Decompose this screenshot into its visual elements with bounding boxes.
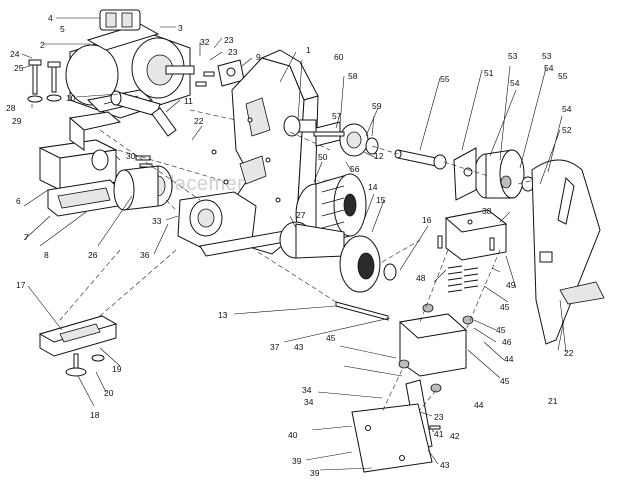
callout-15: 15 bbox=[376, 195, 386, 205]
tension-block-upper bbox=[437, 209, 508, 261]
callout-48: 45 bbox=[496, 325, 506, 335]
motor-assembly bbox=[65, 9, 195, 119]
callout-34a: 33 bbox=[152, 216, 162, 226]
callout-17: 17 bbox=[16, 280, 26, 290]
bracket-9 bbox=[195, 59, 245, 87]
callout-3: 3 bbox=[178, 23, 183, 33]
callout-45a-label: 45 bbox=[326, 333, 336, 343]
callout-11: 11 bbox=[184, 96, 193, 106]
callout-23b: 23 bbox=[434, 412, 444, 422]
callout-10: 10 bbox=[66, 93, 76, 103]
drive-pulley bbox=[113, 155, 173, 211]
callout-37: 37 bbox=[270, 342, 280, 352]
callout-54a: 53 bbox=[508, 51, 518, 61]
callout-21: 21 bbox=[548, 396, 558, 406]
callout-45b-label: 45 bbox=[500, 376, 510, 386]
callout-44b: 44 bbox=[504, 354, 514, 364]
callout-32: 30 bbox=[126, 151, 136, 161]
callout-64: 60 bbox=[334, 52, 344, 62]
callout-56: 53 bbox=[542, 51, 552, 61]
callout-9: 9 bbox=[256, 52, 261, 62]
callout-labels bbox=[21, 17, 567, 471]
callout-39a: 38 bbox=[482, 206, 492, 216]
mounting-foot bbox=[38, 315, 118, 377]
callout-57: 54 bbox=[544, 63, 554, 73]
callout-22: 22 bbox=[564, 348, 574, 358]
callout-28: 26 bbox=[88, 250, 98, 260]
callout-36: 36 bbox=[140, 250, 150, 260]
callout-52: 50 bbox=[318, 152, 328, 162]
callout-34b: 34 bbox=[302, 385, 312, 395]
callout-55-label: 55 bbox=[558, 71, 568, 81]
callout-44a: 43 bbox=[294, 342, 304, 352]
callout-20: 20 bbox=[104, 388, 114, 398]
callout-33: 32 bbox=[200, 37, 210, 47]
callout-19: 19 bbox=[112, 364, 122, 374]
callout-30: 28 bbox=[6, 103, 16, 113]
bottom-bracket bbox=[351, 379, 441, 473]
callout-60: 56 bbox=[350, 164, 360, 174]
side-cover bbox=[531, 159, 605, 345]
callout-59: 55 bbox=[440, 74, 450, 84]
callout-58: 54 bbox=[510, 78, 520, 88]
motor-bolts bbox=[27, 59, 62, 103]
callout-38: 39 bbox=[310, 468, 320, 478]
callout-8: 8 bbox=[44, 250, 49, 260]
spring-set bbox=[422, 265, 479, 325]
callout-51: 49 bbox=[506, 280, 516, 290]
callout-5: 5 bbox=[60, 24, 65, 34]
callout-24: 23 bbox=[224, 35, 234, 45]
callout-2: 2 bbox=[40, 40, 45, 50]
callout-4: 4 bbox=[48, 13, 53, 23]
idler-shaft bbox=[279, 221, 397, 293]
callout-43: 43 bbox=[440, 460, 450, 470]
callout-53b: 52 bbox=[562, 125, 572, 135]
adjust-handle bbox=[110, 90, 177, 137]
bracket-plate-53 bbox=[453, 147, 477, 201]
callout-53a: 51 bbox=[484, 68, 494, 78]
right-drum bbox=[473, 149, 535, 199]
callout-49: 46 bbox=[502, 337, 512, 347]
callout-29: 27 bbox=[296, 210, 306, 220]
callout-61: 57 bbox=[332, 111, 342, 121]
tie-rod bbox=[335, 301, 389, 321]
callout-39b: 39 bbox=[292, 456, 302, 466]
callout-42: 42 bbox=[450, 431, 460, 441]
callout-18: 18 bbox=[90, 410, 100, 420]
callout-23a: 22 bbox=[194, 116, 204, 126]
pillow-block bbox=[38, 111, 122, 217]
callout-6: 6 bbox=[16, 196, 21, 206]
callout-14: 14 bbox=[368, 182, 378, 192]
callout-1: 1 bbox=[306, 45, 311, 55]
callout-26: 24 bbox=[10, 49, 20, 59]
callout-16: 16 bbox=[422, 215, 432, 225]
callout-25: 23 bbox=[228, 47, 238, 57]
assembly-lines bbox=[59, 109, 535, 413]
callout-7: 7 bbox=[24, 232, 29, 242]
callout-63: 59 bbox=[372, 101, 382, 111]
tension-block-lower bbox=[398, 313, 468, 393]
callout-27: 25 bbox=[14, 63, 24, 73]
callout-50: 48 bbox=[416, 273, 426, 283]
callout-41: 41 bbox=[434, 429, 444, 439]
callout-40: 40 bbox=[288, 430, 298, 440]
callout-62: 58 bbox=[348, 71, 358, 81]
callout-35: 34 bbox=[304, 397, 314, 407]
callout-54b-label: 54 bbox=[562, 104, 572, 114]
callout-12: 12 bbox=[374, 151, 384, 161]
callout-46: 44 bbox=[474, 400, 484, 410]
callout-47: 45 bbox=[500, 302, 510, 312]
callout-13: 13 bbox=[218, 310, 228, 320]
long-shaft bbox=[394, 149, 447, 170]
callout-31: 29 bbox=[12, 116, 22, 126]
sprocket-assembly bbox=[283, 115, 379, 157]
